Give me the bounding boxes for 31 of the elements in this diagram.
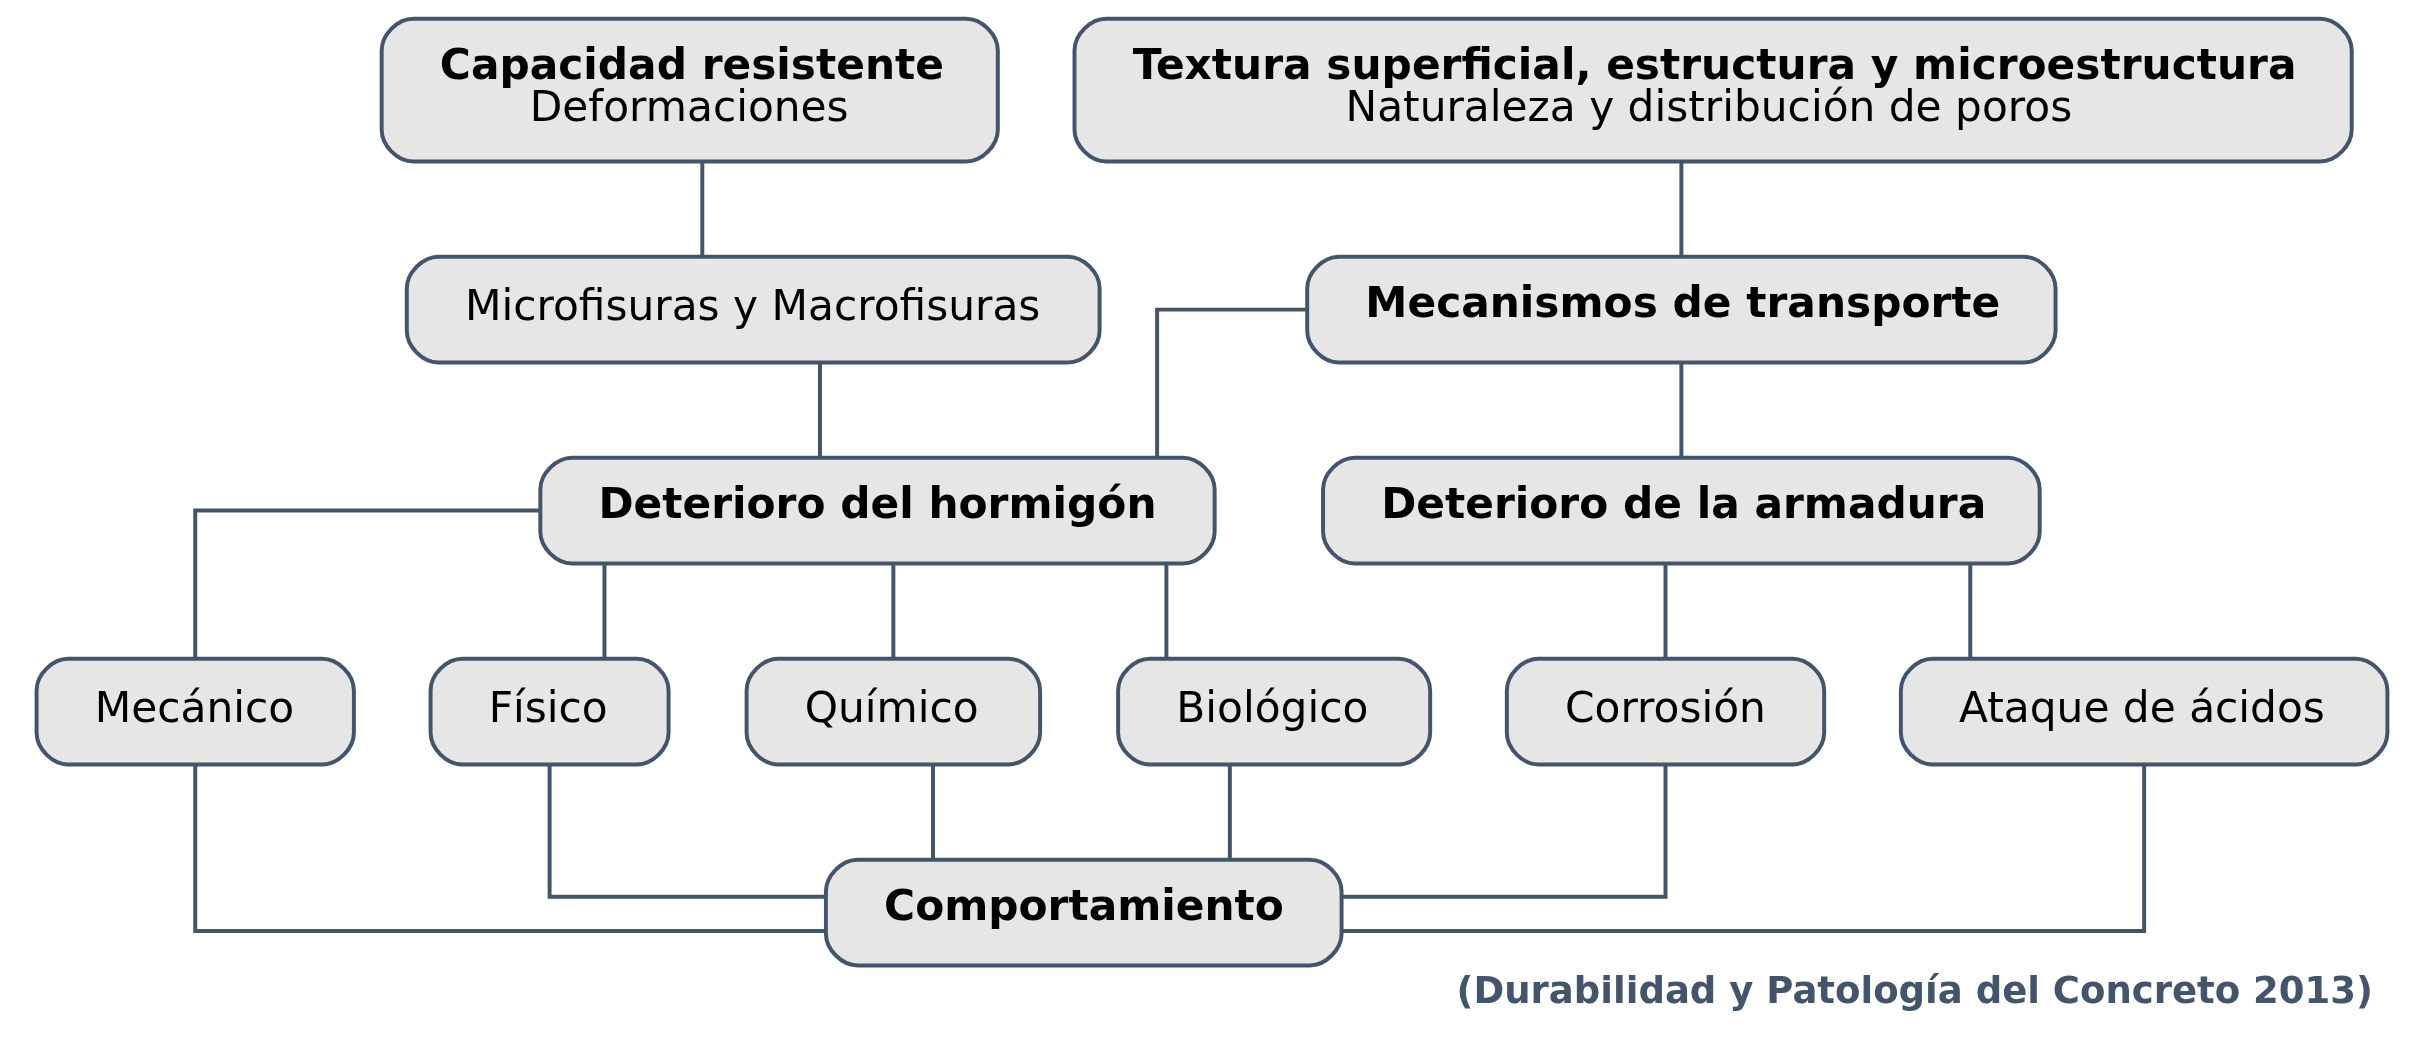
connector (601, 564, 606, 659)
connector (192, 764, 826, 934)
node-box: Químico (744, 656, 1042, 767)
connector (1967, 564, 1972, 659)
connector (1154, 307, 1307, 457)
node-box: Capacidad resistente Deformaciones (379, 16, 1000, 164)
node-box: Microfisuras y Macrofisuras (404, 254, 1102, 365)
connector (1663, 564, 1667, 659)
caption: (Durabilidad y Patología del Concreto 2013) (1456, 968, 2373, 1012)
node-box: Ataque de ácidos (1898, 656, 2389, 767)
connector (1678, 162, 1683, 257)
node-box: Textura superficial, estructura y microestructura Naturaleza y distribución de poros (1072, 16, 2354, 164)
node-box: Mecánico (34, 656, 356, 767)
connector (890, 564, 895, 659)
connector (1341, 765, 1667, 899)
connector (192, 508, 539, 658)
node-box: Biológico (1115, 656, 1432, 767)
connector (1341, 764, 2146, 934)
connector (699, 162, 704, 257)
connector (1163, 564, 1168, 659)
node-box: Deterioro de la armadura (1320, 455, 2042, 566)
node-box: Mecanismos de transporte (1304, 254, 2058, 365)
node-box: Corrosión (1504, 656, 1826, 767)
connector (1227, 765, 1232, 860)
connector (930, 765, 935, 860)
connector (547, 765, 825, 899)
node-box: Deterioro del hormigón (537, 455, 1217, 566)
connector (1678, 363, 1683, 458)
connector (817, 363, 822, 458)
node-box: Comportamiento (823, 857, 1344, 968)
node-box: Físico (428, 656, 671, 767)
